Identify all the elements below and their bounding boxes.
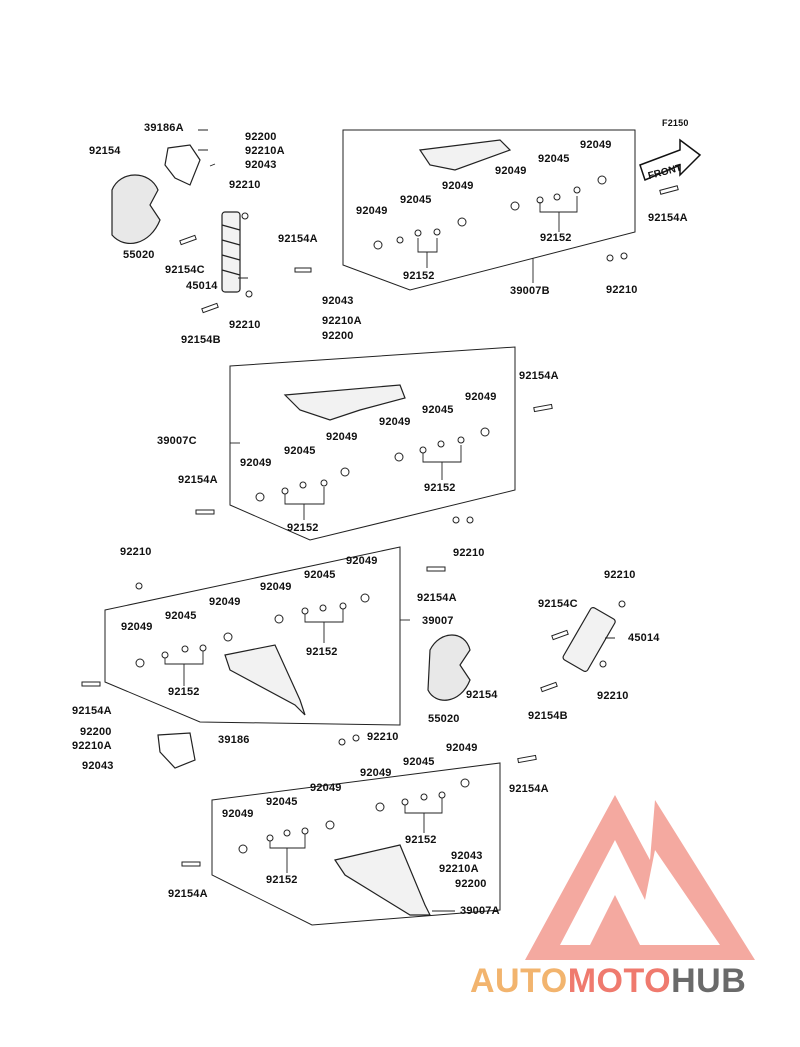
part-label-92045: 92045	[266, 796, 298, 808]
part-label-92154a: 92154A	[417, 592, 457, 604]
part-label-92043: 92043	[322, 295, 354, 307]
part-label-92200: 92200	[322, 330, 354, 342]
part-label-92152: 92152	[540, 232, 572, 244]
part-label-92049: 92049	[121, 621, 153, 633]
diagram-code: F2150	[662, 118, 689, 128]
part-label-92154: 92154	[466, 689, 498, 701]
part-label-92154b: 92154B	[181, 334, 221, 346]
part-label-92049: 92049	[310, 782, 342, 794]
hardware-glyphs	[81, 175, 679, 867]
part-label-92210: 92210	[606, 284, 638, 296]
part-label-92049: 92049	[495, 165, 527, 177]
part-label-92152: 92152	[168, 686, 200, 698]
part-label-92049: 92049	[346, 555, 378, 567]
part-label-92154a: 92154A	[509, 783, 549, 795]
part-label-92210: 92210	[367, 731, 399, 743]
part-label-92049: 92049	[209, 596, 241, 608]
part-label-39007c: 39007C	[157, 435, 197, 447]
part-label-92152: 92152	[424, 482, 456, 494]
part-sketches	[111, 139, 616, 916]
part-label-92152: 92152	[266, 874, 298, 886]
part-label-92210: 92210	[453, 547, 485, 559]
part-label-45014: 45014	[186, 280, 218, 292]
part-label-92154c: 92154C	[538, 598, 578, 610]
group-outlines	[104, 129, 636, 926]
part-label-92210: 92210	[229, 319, 261, 331]
part-label-92210: 92210	[597, 690, 629, 702]
part-label-92049: 92049	[360, 767, 392, 779]
part-label-92154c: 92154C	[165, 264, 205, 276]
part-label-92045: 92045	[284, 445, 316, 457]
part-label-92210: 92210	[229, 179, 261, 191]
part-label-92045: 92045	[400, 194, 432, 206]
part-label-92049: 92049	[446, 742, 478, 754]
leader-lines	[164, 129, 615, 912]
part-label-92045: 92045	[422, 404, 454, 416]
part-label-92045: 92045	[538, 153, 570, 165]
part-label-92049: 92049	[356, 205, 388, 217]
part-label-92049: 92049	[222, 808, 254, 820]
part-label-92045: 92045	[304, 569, 336, 581]
part-label-92210: 92210	[604, 569, 636, 581]
part-label-92049: 92049	[260, 581, 292, 593]
part-label-39186a: 39186A	[144, 122, 184, 134]
part-label-92049: 92049	[379, 416, 411, 428]
part-label-92049: 92049	[326, 431, 358, 443]
part-label-92045: 92045	[403, 756, 435, 768]
part-label-92210a: 92210A	[439, 863, 479, 875]
part-label-92210a: 92210A	[72, 740, 112, 752]
part-label-92152: 92152	[287, 522, 319, 534]
part-label-92154a: 92154A	[519, 370, 559, 382]
part-label-92049: 92049	[442, 180, 474, 192]
part-label-92049: 92049	[465, 391, 497, 403]
watermark-part3: HUB	[671, 962, 747, 1000]
part-label-92152: 92152	[405, 834, 437, 846]
part-label-92043: 92043	[245, 159, 277, 171]
part-label-92043: 92043	[82, 760, 114, 772]
part-label-55020: 55020	[123, 249, 155, 261]
watermark-part2: MOTO	[567, 962, 672, 1000]
part-label-92154a: 92154A	[178, 474, 218, 486]
part-label-92049: 92049	[580, 139, 612, 151]
part-label-92210a: 92210A	[322, 315, 362, 327]
part-label-92210a: 92210A	[245, 145, 285, 157]
part-label-39007b: 39007B	[510, 285, 550, 297]
part-label-45014: 45014	[628, 632, 660, 644]
part-label-92154a: 92154A	[648, 212, 688, 224]
front-arrow-icon: FRONT	[639, 138, 702, 182]
part-label-92210: 92210	[120, 546, 152, 558]
part-label-92200: 92200	[245, 131, 277, 143]
watermark-logo	[525, 795, 755, 960]
part-label-92154a: 92154A	[72, 705, 112, 717]
part-label-92200: 92200	[80, 726, 112, 738]
watermark-part1: AUTO	[470, 962, 568, 1000]
part-label-92154: 92154	[89, 145, 121, 157]
watermark-text: AUTOMOTOHUB	[470, 962, 746, 1001]
part-label-92049: 92049	[240, 457, 272, 469]
part-label-92152: 92152	[403, 270, 435, 282]
part-label-92154a: 92154A	[168, 888, 208, 900]
part-label-92200: 92200	[455, 878, 487, 890]
part-label-55020: 55020	[428, 713, 460, 725]
part-label-92154a: 92154A	[278, 233, 318, 245]
part-label-92154b: 92154B	[528, 710, 568, 722]
part-label-92045: 92045	[165, 610, 197, 622]
part-label-39007a: 39007A	[460, 905, 500, 917]
part-label-39186: 39186	[218, 734, 250, 746]
part-label-92043: 92043	[451, 850, 483, 862]
part-label-39007: 39007	[422, 615, 454, 627]
part-label-92152: 92152	[306, 646, 338, 658]
